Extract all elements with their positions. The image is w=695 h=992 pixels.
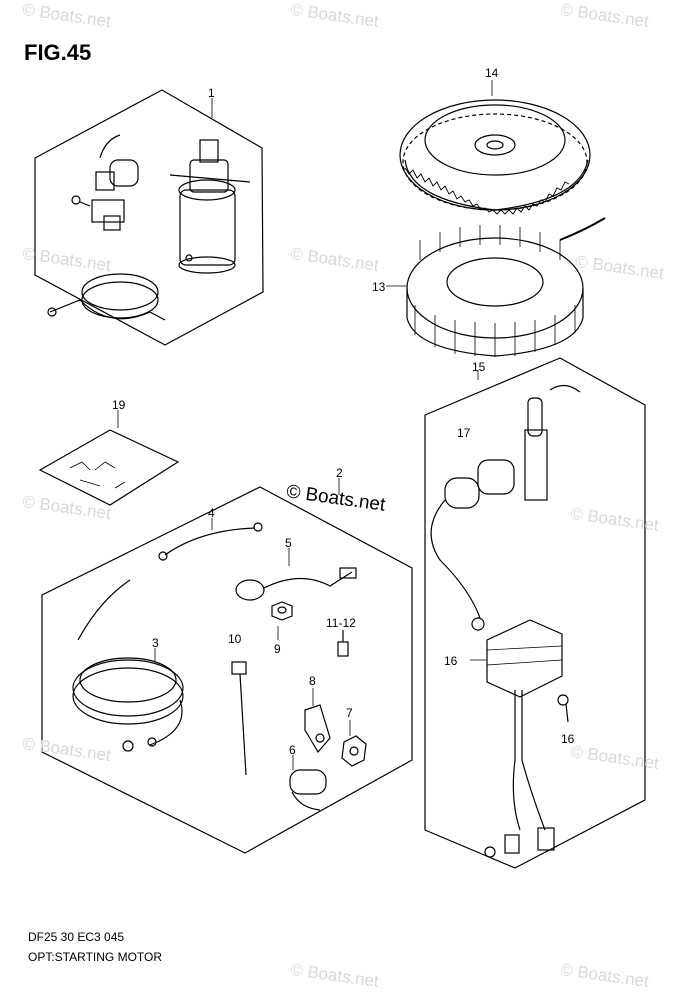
bolt bbox=[337, 630, 349, 657]
callout-2: 2 bbox=[336, 466, 343, 480]
diagram-caption: OPT:STARTING MOTOR bbox=[28, 950, 163, 964]
callout-5: 5 bbox=[285, 536, 292, 550]
tie-strap bbox=[231, 661, 247, 776]
ignition-coil bbox=[430, 384, 581, 631]
callout-16-bolt: 16 bbox=[561, 732, 575, 746]
rectifier-regulator bbox=[470, 619, 569, 858]
model-code: DF25 30 EC3 045 bbox=[28, 930, 125, 944]
push-switch bbox=[289, 755, 327, 811]
washer bbox=[341, 720, 367, 767]
group-box-1 bbox=[34, 89, 264, 346]
battery-cable bbox=[158, 518, 263, 561]
group-box-2 bbox=[41, 486, 413, 854]
callout-13: 13 bbox=[372, 280, 386, 294]
main-harness bbox=[72, 579, 184, 752]
band-strap bbox=[47, 273, 166, 321]
callout-6: 6 bbox=[289, 743, 296, 757]
callout-16: 16 bbox=[444, 654, 458, 668]
callout-19: 19 bbox=[112, 398, 126, 412]
nut bbox=[271, 601, 293, 640]
callout-14: 14 bbox=[485, 66, 499, 80]
callout-15: 15 bbox=[472, 360, 486, 374]
stator bbox=[386, 217, 606, 357]
starter-relay bbox=[71, 134, 139, 231]
figure-title: FIG.45 bbox=[24, 40, 92, 65]
callout-1: 1 bbox=[208, 86, 215, 100]
callout-10: 10 bbox=[228, 632, 242, 646]
callout-4: 4 bbox=[208, 506, 215, 520]
group-box-15 bbox=[424, 357, 646, 869]
switch-lead bbox=[235, 548, 357, 601]
starter-motor bbox=[169, 139, 251, 274]
callout-17: 17 bbox=[457, 426, 471, 440]
callout-11-12: 11-12 bbox=[326, 616, 356, 630]
bracket bbox=[304, 688, 331, 754]
callout-8: 8 bbox=[309, 674, 316, 688]
callout-9: 9 bbox=[274, 642, 281, 656]
parts-bag bbox=[38, 410, 180, 506]
callout-3: 3 bbox=[152, 636, 159, 650]
flywheel bbox=[399, 80, 591, 215]
callout-7: 7 bbox=[346, 706, 353, 720]
